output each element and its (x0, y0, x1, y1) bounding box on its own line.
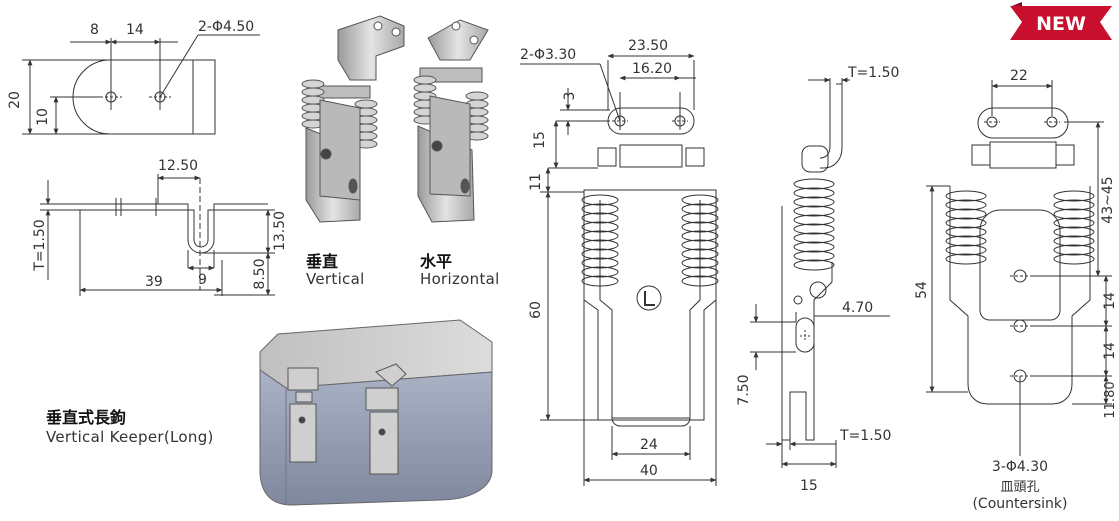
latch-horizontal-render (413, 19, 489, 223)
dim-holes-4-50: 2-Φ4.50 (198, 19, 254, 35)
dim-9: 9 (198, 272, 207, 288)
dim-23-50: 23.50 (628, 38, 668, 54)
dim-40: 40 (640, 463, 658, 479)
dim-4-70: 4.70 (842, 300, 873, 316)
dim-13-50: 13.50 (272, 211, 288, 251)
dim-20: 20 (7, 91, 23, 109)
dim-39: 39 (145, 274, 163, 290)
countersink-cn: 皿頭孔 (1000, 480, 1039, 495)
dim-14: 14 (126, 22, 144, 38)
side-spring (793, 178, 835, 271)
dim-14-lower: 14 (1102, 342, 1118, 360)
dim-8-50: 8.50 (252, 258, 268, 289)
dim-24: 24 (640, 437, 658, 453)
dim-thickness-keeper: T=1.50 (32, 219, 48, 271)
rear-spring-right (1053, 190, 1095, 265)
dim-43-45: 43~45 (1100, 176, 1116, 223)
dim-holes-3-30: 2-Φ3.30 (520, 47, 576, 63)
dim-15-side: 15 (800, 478, 818, 494)
keeper-side-view (40, 174, 275, 296)
caption-horizontal-cn: 水平 (420, 252, 453, 271)
countersink-en: (Countersink) (972, 496, 1067, 512)
dim-12-50: 12.50 (158, 158, 198, 174)
box-render (259, 319, 493, 506)
badge-label: NEW (1036, 13, 1086, 35)
dim-54: 54 (914, 281, 930, 299)
latch-side-view (750, 77, 890, 468)
dim-15: 15 (532, 131, 548, 149)
caption-keeper-cn: 垂直式長鉤 (46, 408, 127, 427)
dim-3: 3 (562, 92, 578, 101)
caption-vertical-en: Vertical (306, 270, 365, 288)
dim-60: 60 (528, 301, 544, 319)
caption-vertical-cn: 垂直 (306, 252, 339, 271)
dim-thickness-bottom: T=1.50 (839, 428, 891, 444)
caption-horizontal-en: Horizontal (420, 270, 500, 288)
rear-spring-left (945, 190, 987, 265)
dim-11: 11 (528, 173, 544, 191)
new-badge: NEW (1010, 2, 1112, 40)
dim-thickness-top: T=1.50 (847, 65, 899, 81)
latch-front-view (520, 53, 719, 486)
dim-7-50: 7.50 (736, 374, 752, 405)
keeper-top-view (22, 34, 260, 135)
dim-8: 8 (90, 22, 99, 38)
dim-10: 10 (35, 108, 51, 126)
dim-22: 22 (1010, 68, 1028, 84)
dim-16-20: 16.20 (632, 61, 672, 77)
latch-rear-view (926, 80, 1112, 456)
latch-vertical-render (301, 15, 405, 223)
dim-14-upper: 14 (1102, 292, 1118, 310)
dim-holes-4-30: 3-Φ4.30 (992, 459, 1048, 475)
caption-keeper-en: Vertical Keeper(Long) (46, 428, 214, 446)
dim-11-80: 11.80 (1103, 381, 1118, 418)
